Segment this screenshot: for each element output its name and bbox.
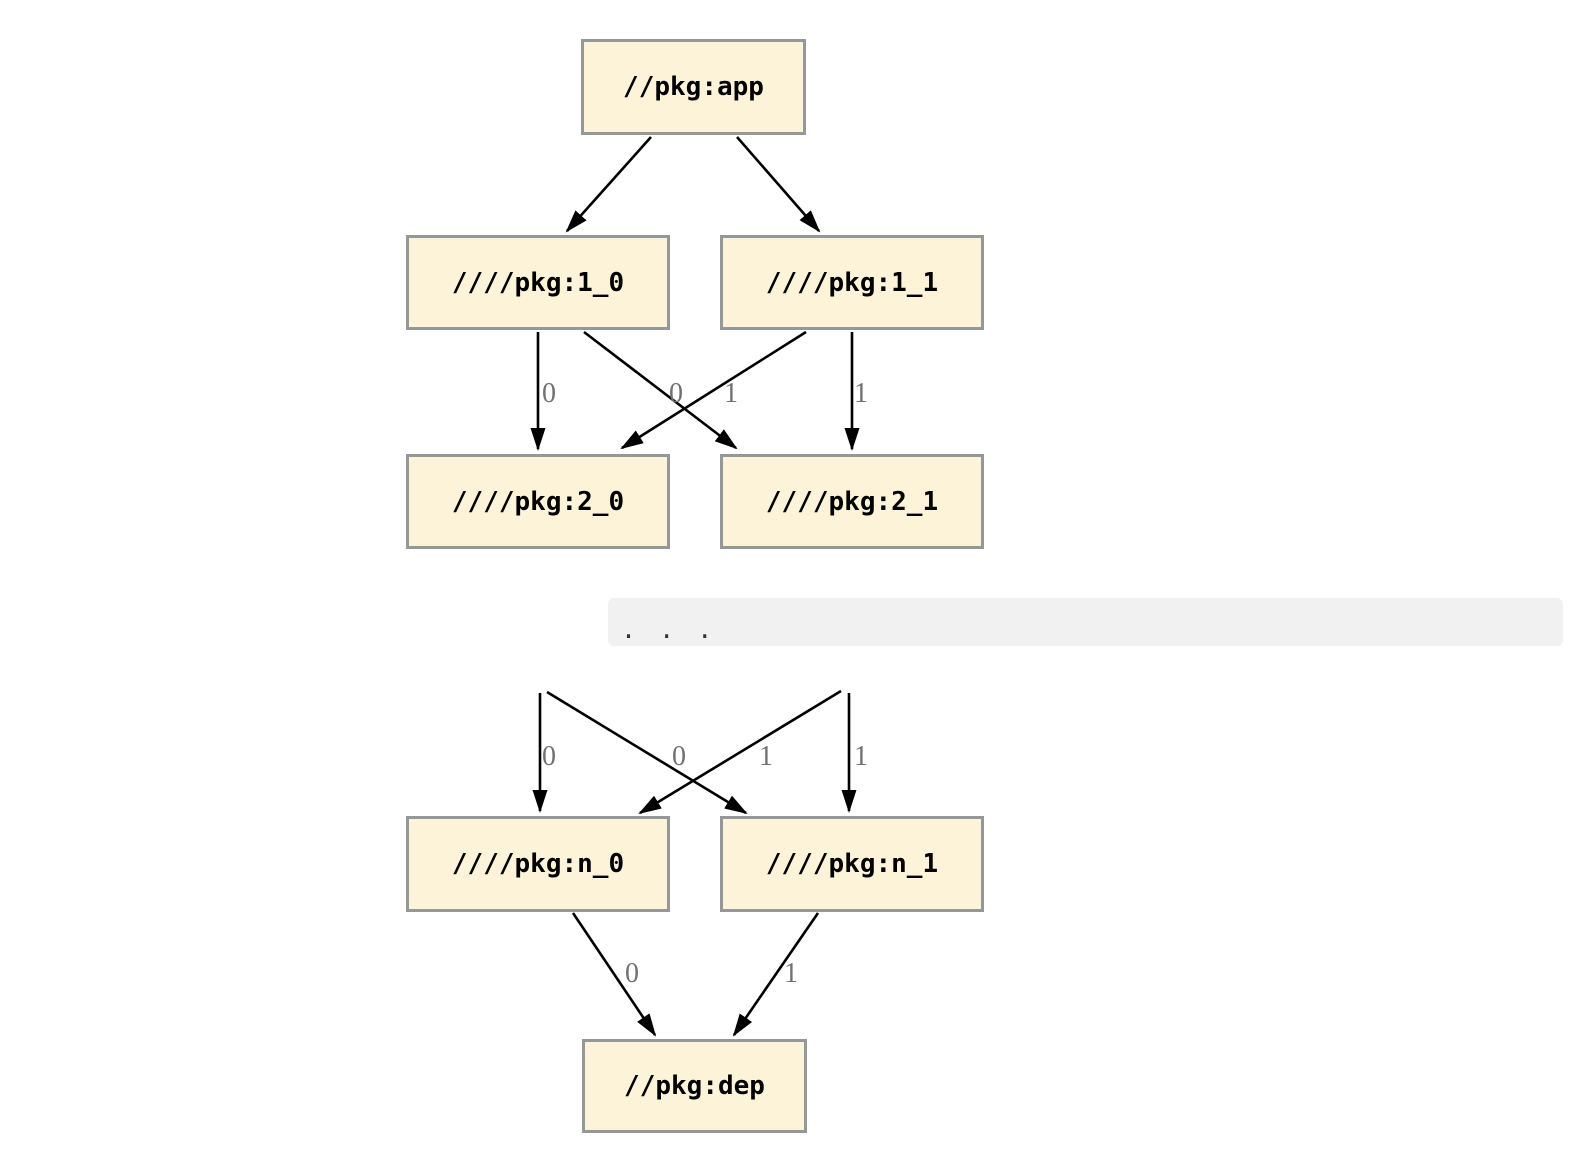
node-n_1: ////pkg:n_1: [720, 816, 984, 912]
edge-label-1_1-to-2_0: 0: [669, 378, 683, 409]
node-label-1_1: ////pkg:1_1: [765, 267, 939, 298]
edge-n_1-to-dep: [732, 912, 820, 1037]
ellipsis-text: . . .: [621, 614, 717, 644]
edge-label-dots-to-n_0-straight: 0: [542, 741, 556, 772]
edge-1_1-to-2_0: [620, 330, 807, 450]
node-label-n_0: ////pkg:n_0: [451, 849, 625, 879]
edge-label-n_1-to-dep: 1: [784, 958, 798, 989]
node-label-2_0: ////pkg:2_0: [451, 486, 625, 517]
node-dep: //pkg:dep: [582, 1039, 807, 1133]
edge-1_0-to-2_1: [583, 330, 738, 450]
edge-dots-to-n_0-cross: [638, 689, 842, 815]
edge-dots-to-n_1-cross: [546, 690, 748, 815]
edge-label-dots-to-n_1-cross: 1: [759, 741, 773, 772]
node-label-dep: //pkg:dep: [624, 1071, 765, 1101]
node-2_0: ////pkg:2_0: [406, 454, 670, 549]
node-label-n_1: ////pkg:n_1: [765, 849, 939, 879]
edge-label-dots-to-n_1-straight: 1: [854, 741, 868, 772]
edge-label-1_0-to-2_0: 0: [542, 378, 556, 409]
node-label-2_1: ////pkg:2_1: [765, 486, 939, 517]
edge-label-1_1-to-2_1: 1: [854, 378, 868, 409]
node-1_0: ////pkg:1_0: [406, 235, 670, 330]
node-app: //pkg:app: [581, 39, 806, 135]
edge-label-dots-to-n_0-cross: 0: [672, 741, 686, 772]
edge-label-n_0-to-dep: 0: [625, 958, 639, 989]
edge-app-to-1_0: [565, 136, 652, 233]
node-1_1: ////pkg:1_1: [720, 235, 984, 330]
node-label-app: //pkg:app: [623, 72, 764, 102]
node-n_0: ////pkg:n_0: [406, 816, 670, 912]
edge-label-1_0-to-2_1: 1: [724, 378, 738, 409]
edge-app-to-1_1: [736, 136, 821, 233]
node-label-1_0: ////pkg:1_0: [451, 267, 625, 298]
node-2_1: ////pkg:2_1: [720, 454, 984, 549]
edge-n_0-to-dep: [571, 912, 657, 1037]
ellipsis-band: . . .: [608, 598, 1563, 646]
